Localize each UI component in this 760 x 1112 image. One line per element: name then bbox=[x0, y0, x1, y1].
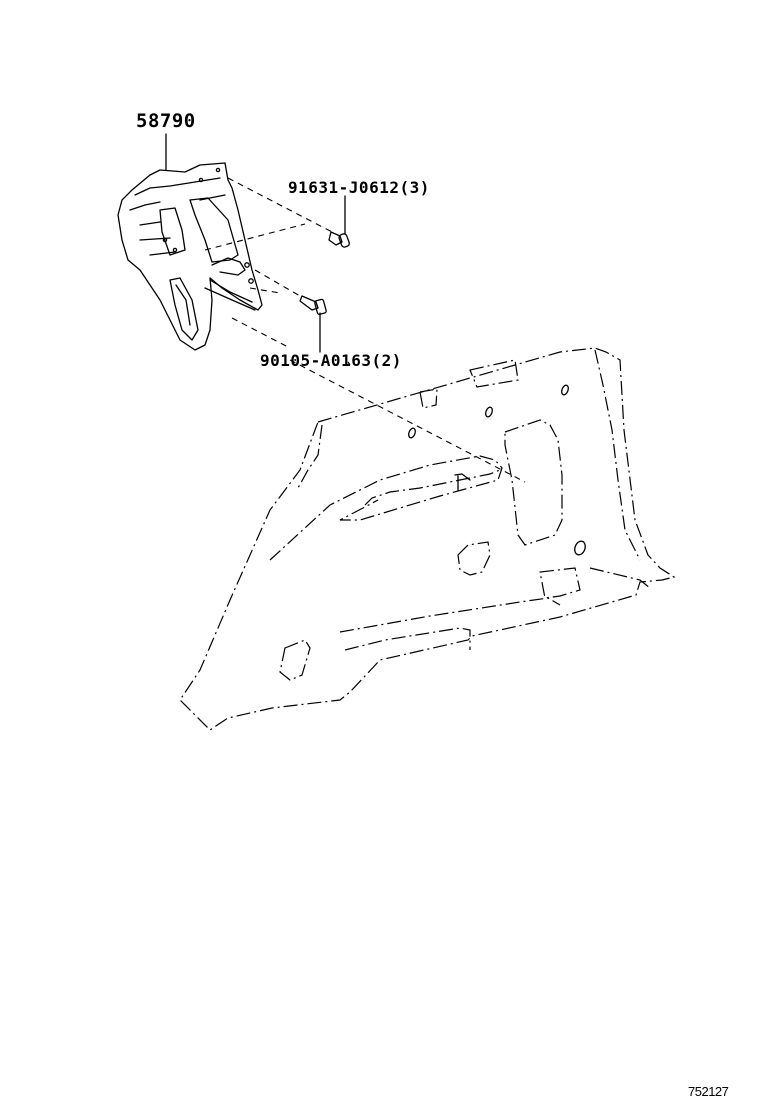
bracket-58790[interactable] bbox=[117, 162, 263, 351]
illustration-reference-number: 752127 bbox=[688, 1084, 729, 1099]
screw-91631-J0612[interactable] bbox=[328, 231, 350, 248]
label-90105-A0163[interactable]: 90105-A0163(2) bbox=[260, 351, 402, 370]
bolt-90105-A0163[interactable] bbox=[299, 295, 327, 315]
quarter-trim-panel bbox=[179, 347, 676, 731]
label-58790[interactable]: 58790 bbox=[136, 110, 196, 132]
label-91631-J0612[interactable]: 91631-J0612(3) bbox=[288, 178, 430, 197]
alignment-lines bbox=[204, 177, 526, 483]
